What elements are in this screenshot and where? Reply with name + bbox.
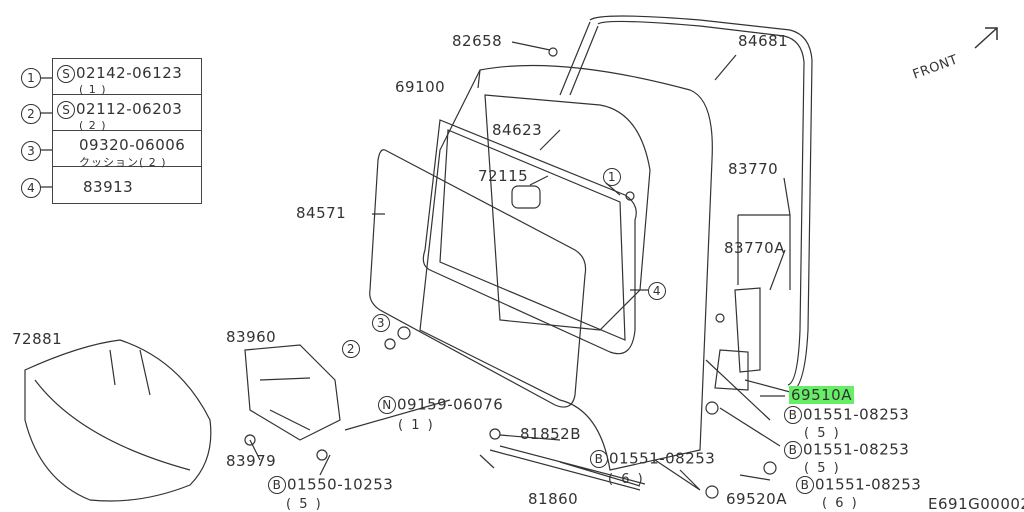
label-69100[interactable]: 69100 <box>395 78 446 96</box>
front-arrow-icon <box>974 27 998 49</box>
callout-2[interactable]: 2 <box>342 340 360 358</box>
label-82658[interactable]: 82658 <box>452 32 503 50</box>
diagram-id: E691G00002 <box>928 495 1024 512</box>
label-69510A-highlighted[interactable]: 69510A <box>789 386 854 404</box>
s-mark: S <box>57 64 75 83</box>
quantity: ( 5 ) <box>804 426 841 441</box>
quantity: クッション( 2 ) <box>79 156 167 169</box>
part-number: 83913 <box>83 178 134 196</box>
latch-83960 <box>244 344 341 441</box>
callout-3[interactable]: 3 <box>372 314 390 332</box>
label-84681[interactable]: 84681 <box>738 32 789 50</box>
b-mark: B <box>268 476 286 494</box>
glass-84571 <box>369 149 587 408</box>
label-69520A[interactable]: 69520A <box>726 490 787 508</box>
callout-1[interactable]: 1 <box>603 168 621 186</box>
glass-seal-84623 <box>422 119 637 355</box>
part-number: 01551-08253 <box>803 405 910 424</box>
label-81852B[interactable]: 81852B <box>520 425 582 443</box>
legend-row-3: 09320-06006 クッション( 2 ) <box>53 131 201 169</box>
part-number: 01551-08253 <box>803 440 910 459</box>
quantity: ( 1 ) <box>79 82 107 96</box>
weatherstrip-84681 <box>589 15 813 393</box>
part-number: 02142-06123 <box>76 64 183 82</box>
legend-number-1: 1 <box>21 68 41 88</box>
label-72115[interactable]: 72115 <box>478 167 529 185</box>
quantity: ( 5 ) <box>286 497 323 512</box>
quantity: ( 5 ) <box>804 461 841 476</box>
b-mark: B <box>796 476 814 494</box>
label-83770[interactable]: 83770 <box>728 160 779 178</box>
b-mark: B <box>784 406 802 424</box>
part-number: 02112-06203 <box>76 100 183 118</box>
gas-strut-81860 <box>489 445 646 491</box>
label-84623[interactable]: 84623 <box>492 121 543 139</box>
part-number: 09159-06076 <box>397 395 504 414</box>
quantity: ( 6 ) <box>608 472 645 487</box>
quantity: ( 1 ) <box>398 418 435 433</box>
label-81860[interactable]: 81860 <box>528 490 579 508</box>
b-mark: B <box>784 441 802 459</box>
part-number: 01551-08253 <box>815 475 922 494</box>
n-mark: N <box>378 396 396 414</box>
part-number: 09320-06006 <box>79 136 186 154</box>
part-number: 01550-10253 <box>287 475 394 494</box>
part-number: 01551-08253 <box>609 449 716 468</box>
cover-72881 <box>24 339 212 502</box>
s-mark: S <box>57 100 75 119</box>
label-83979[interactable]: 83979 <box>226 452 277 470</box>
label-72881[interactable]: 72881 <box>12 330 63 348</box>
label-84571[interactable]: 84571 <box>296 204 347 222</box>
legend-number-3: 3 <box>21 141 41 161</box>
label-83960[interactable]: 83960 <box>226 328 277 346</box>
label-83770A[interactable]: 83770A <box>724 239 785 257</box>
handle-72115 <box>511 185 541 209</box>
legend-number-2: 2 <box>21 104 41 124</box>
legend-number-4: 4 <box>21 178 41 198</box>
quantity: ( 6 ) <box>822 496 859 511</box>
back-door-panel <box>419 64 713 471</box>
b-mark: B <box>590 450 608 468</box>
quantity: ( 2 ) <box>79 118 107 132</box>
legend-row-4: 83913 <box>53 167 201 203</box>
callout-4[interactable]: 4 <box>648 282 666 300</box>
